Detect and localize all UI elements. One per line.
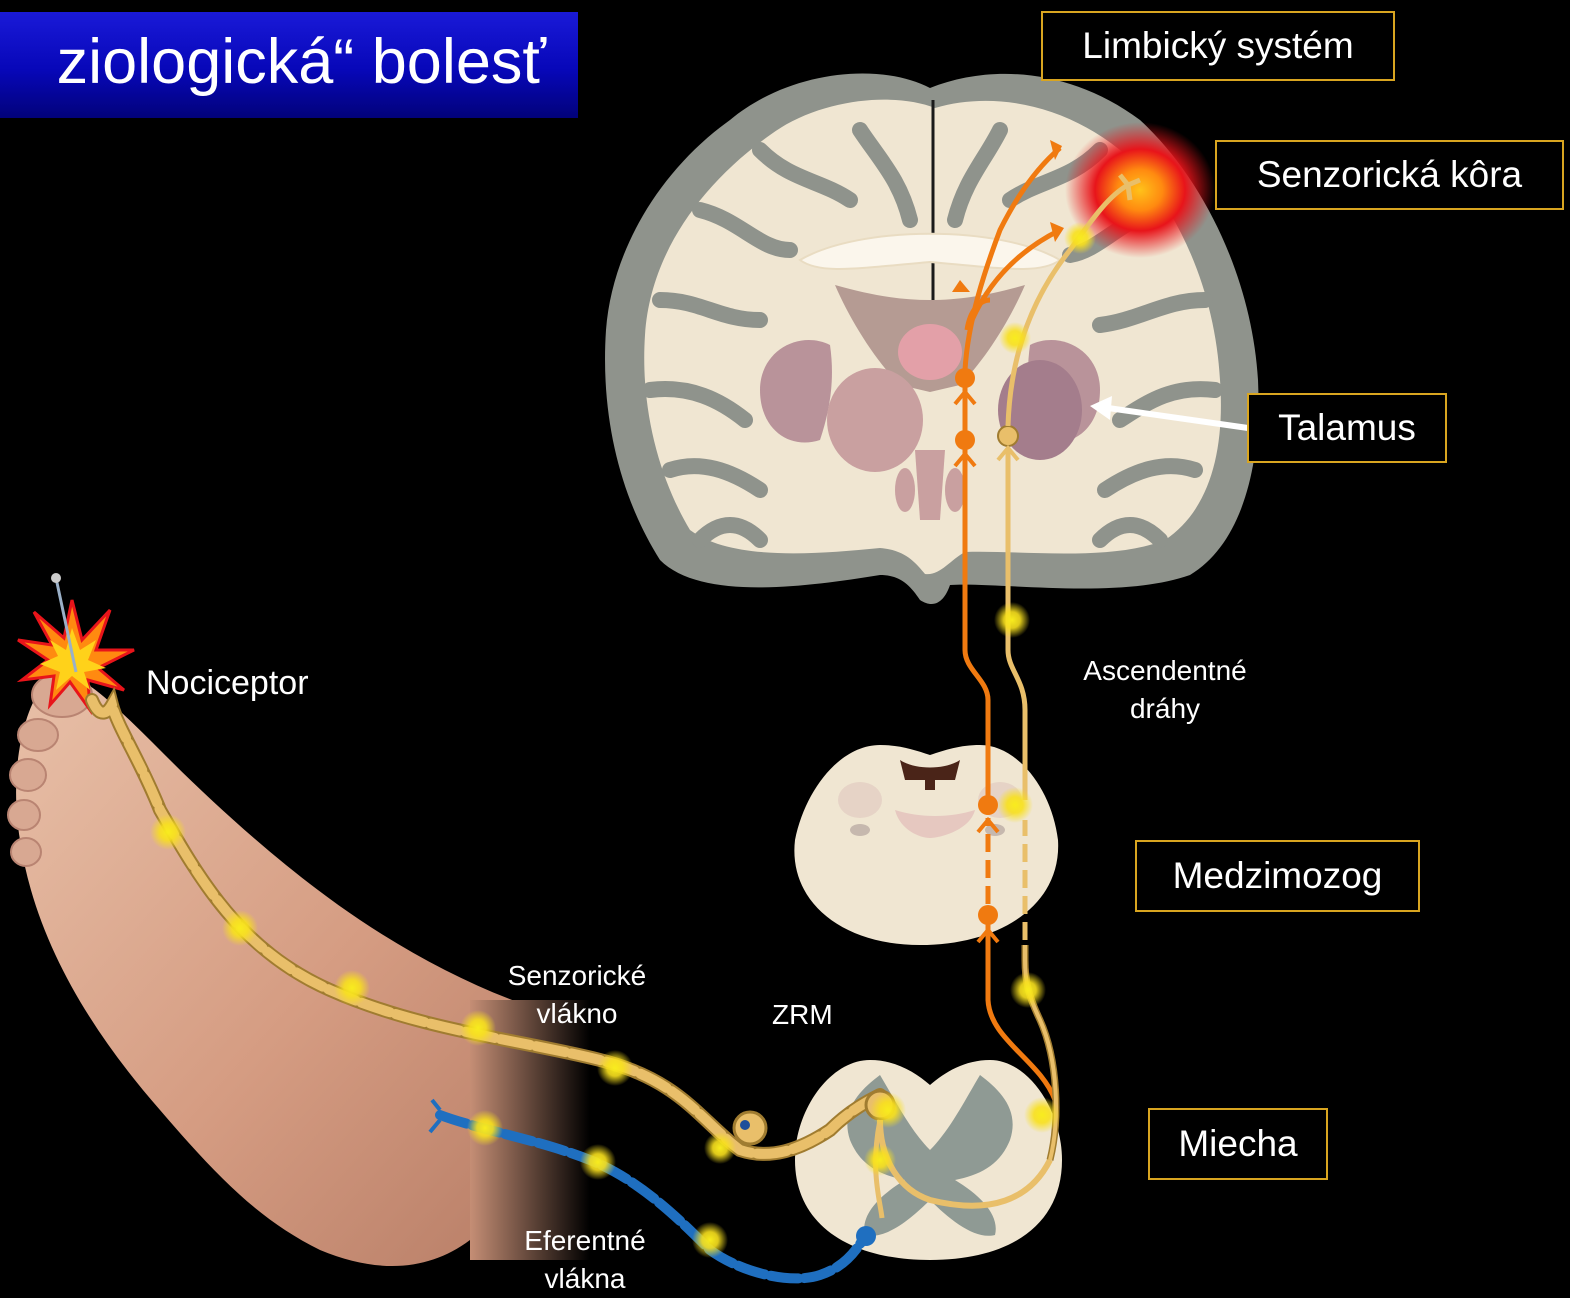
label-efferent-line2: vlákna xyxy=(505,1260,665,1298)
label-sensory-cortex: Senzorická kôra xyxy=(1215,140,1564,210)
label-sensory-fiber: Senzorické vlákno xyxy=(492,957,662,1033)
label-ascending-line1: Ascendentné xyxy=(1070,652,1260,690)
drg-neuron-body xyxy=(734,1112,766,1144)
label-brainstem-text: Medzimozog xyxy=(1173,855,1383,897)
label-efferent-fibers: Eferentné vlákna xyxy=(505,1222,665,1298)
label-sensory-fiber-line2: vlákno xyxy=(492,995,662,1033)
septum-region xyxy=(898,324,962,380)
label-brainstem: Medzimozog xyxy=(1135,840,1420,912)
spinal-cord-cross-section xyxy=(795,1060,1062,1260)
label-sensory-fiber-line1: Senzorické xyxy=(492,957,662,995)
thalamus-left xyxy=(827,368,923,472)
brainstem-upper xyxy=(915,450,945,520)
label-spinal-cord: Miecha xyxy=(1148,1108,1328,1180)
medulla-cross-section xyxy=(794,745,1058,945)
label-limbic-system-text: Limbický systém xyxy=(1082,25,1353,67)
label-sensory-cortex-text: Senzorická kôra xyxy=(1257,154,1522,196)
label-ascending-line2: dráhy xyxy=(1070,690,1260,728)
label-limbic-system: Limbický systém xyxy=(1041,11,1395,81)
label-nociceptor: Nociceptor xyxy=(146,664,309,702)
label-zrm: ZRM xyxy=(772,996,833,1034)
label-ascending-pathways: Ascendentné dráhy xyxy=(1070,652,1260,728)
label-thalamus: Talamus xyxy=(1247,393,1447,463)
label-efferent-line1: Eferentné xyxy=(505,1222,665,1260)
label-thalamus-text: Talamus xyxy=(1278,407,1416,449)
label-spinal-cord-text: Miecha xyxy=(1178,1123,1297,1165)
